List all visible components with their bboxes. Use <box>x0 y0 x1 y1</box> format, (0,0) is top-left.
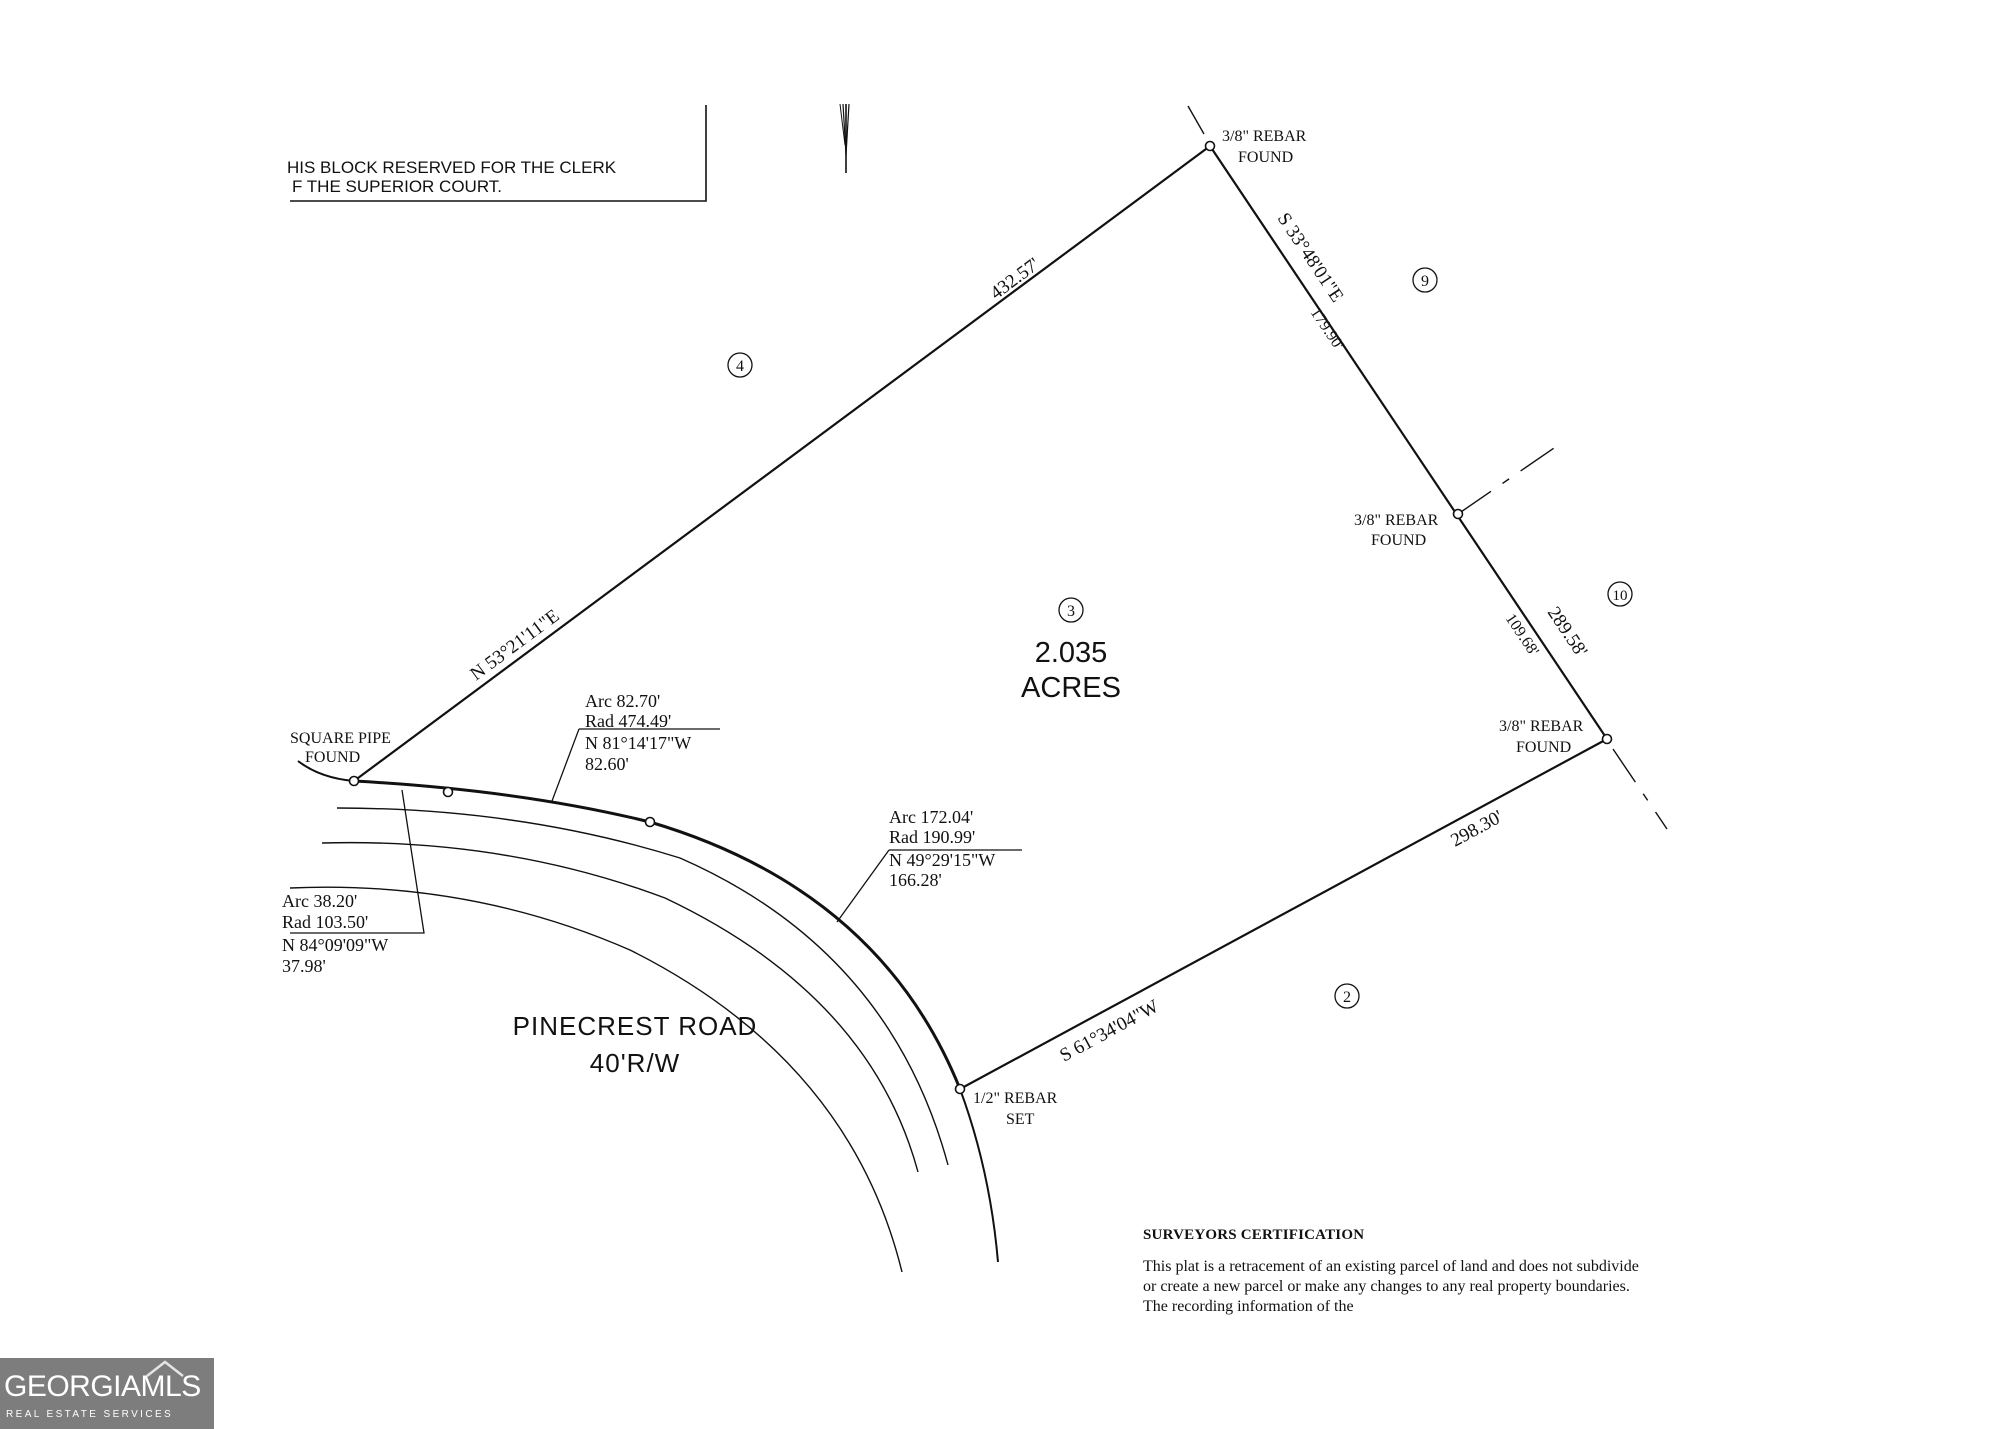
curve3-chord: 37.98' <box>282 956 326 976</box>
svg-text:3: 3 <box>1067 603 1075 620</box>
south-bearing: S 61°34'04"W <box>1056 996 1162 1066</box>
corner-labels: 3/8" REBAR FOUND 3/8" REBAR FOUND 3/8" R… <box>290 128 1584 1128</box>
curve-3-data: Arc 38.20' Rad 103.50' N 84°09'09"W 37.9… <box>282 789 425 976</box>
acreage-value: 2.035 <box>1035 637 1108 669</box>
lot-10-label: 10 <box>1607 581 1633 607</box>
curve2-chord: 166.28' <box>889 870 942 890</box>
boundary-east <box>1209 145 1608 740</box>
lot-9-label: 9 <box>1412 267 1438 293</box>
curve3-arc: Arc 38.20' <box>282 891 357 911</box>
curve1-rad: Rad 474.49' <box>585 711 671 731</box>
north-arrow-icon <box>839 103 850 173</box>
curve1-bearing: N 81°14'17"W <box>585 733 691 753</box>
certification-body: This plat is a retracement of an existin… <box>1143 1258 1639 1315</box>
clerk-reserved-block: HIS BLOCK RESERVED FOR THE CLERK F THE S… <box>287 105 707 202</box>
logo-name: GEORGIAMLS <box>4 1370 201 1403</box>
lot-4-label: 4 <box>727 352 753 378</box>
road-label: PINECREST ROAD 40'R/W <box>513 1011 758 1078</box>
corner-marker-bottom <box>954 1083 966 1095</box>
corner-lowright-line1: 3/8" REBAR <box>1499 718 1584 735</box>
curve2-arc: Arc 172.04' <box>889 807 973 827</box>
curve3-bearing: N 84°09'09"W <box>282 935 388 955</box>
corner-bottom-line1: 1/2" REBAR <box>973 1090 1058 1107</box>
northwest-bearing: N 53°21'11"E <box>466 605 563 685</box>
corner-left-line2: FOUND <box>305 749 360 766</box>
corner-left-line1: SQUARE PIPE <box>290 730 391 747</box>
corner-markers <box>348 140 1613 1095</box>
logo-tagline: REAL ESTATE SERVICES <box>6 1409 174 1420</box>
corner-lowright-line2: FOUND <box>1516 739 1571 756</box>
georgia-mls-logo: GEORGIAMLS REAL ESTATE SERVICES <box>0 1358 214 1429</box>
curve3-rad: Rad 103.50' <box>282 912 368 932</box>
svg-text:4: 4 <box>736 358 744 375</box>
boundary-south <box>959 738 1608 1090</box>
curve-2-data: Arc 172.04' Rad 190.99' N 49°29'15"W 166… <box>836 807 1022 923</box>
corner-marker-lower-right <box>1601 733 1613 745</box>
road-name: PINECREST ROAD <box>513 1011 758 1041</box>
curve1-chord: 82.60' <box>585 754 629 774</box>
corner-marker-left <box>348 775 360 787</box>
clerk-block-line1: HIS BLOCK RESERVED FOR THE CLERK <box>287 158 617 177</box>
svg-text:2: 2 <box>1343 989 1351 1006</box>
property-boundary <box>353 145 1608 1090</box>
corner-midright-line1: 3/8" REBAR <box>1354 512 1439 529</box>
corner-top-line2: FOUND <box>1238 149 1293 166</box>
lot-3-label: 3 <box>1058 597 1084 623</box>
curve2-rad: Rad 190.99' <box>889 827 975 847</box>
pinecrest-road-lines <box>289 760 999 1273</box>
corner-midright-line2: FOUND <box>1371 532 1426 549</box>
curve2-bearing: N 49°29'15"W <box>889 850 995 870</box>
lot-numbers: 4 9 10 3 2 <box>727 267 1633 1009</box>
lot-2-label: 2 <box>1334 983 1360 1009</box>
curve-point-1 <box>442 786 454 798</box>
clerk-block-line2: F THE SUPERIOR COURT. <box>292 177 502 196</box>
south-length: 298.30' <box>1447 806 1506 851</box>
northwest-length: 432.57' <box>986 254 1043 304</box>
extension-lines <box>1187 105 1668 830</box>
acreage-unit: ACRES <box>1021 672 1121 704</box>
house-roof-icon <box>146 1360 184 1377</box>
bearing-labels: 432.57' N 53°21'11"E S 33°48'01"E 179.90… <box>466 209 1591 1066</box>
corner-marker-mid-right <box>1452 508 1464 520</box>
boundary-northwest <box>353 145 1211 782</box>
road-row: 40'R/W <box>590 1048 680 1078</box>
curve-1-data: Arc 82.70' Rad 474.49' N 81°14'17"W 82.6… <box>551 691 720 802</box>
surveyors-certification: SURVEYORS CERTIFICATION This plat is a r… <box>1143 1225 1653 1327</box>
acreage-label: 2.035 ACRES <box>1021 637 1121 704</box>
corner-top-line1: 3/8" REBAR <box>1222 128 1307 145</box>
certification-title: SURVEYORS CERTIFICATION <box>1143 1227 1365 1243</box>
corner-marker-top <box>1204 140 1216 152</box>
svg-text:9: 9 <box>1421 273 1429 290</box>
boundary-road-arc <box>353 779 962 1090</box>
curve-point-2 <box>644 816 656 828</box>
northeast-segment: 179.90' <box>1307 305 1347 354</box>
curve1-arc: Arc 82.70' <box>585 691 660 711</box>
svg-text:10: 10 <box>1613 588 1628 604</box>
corner-bottom-line2: SET <box>1006 1111 1035 1128</box>
east-segment: 109.68' <box>1502 611 1542 660</box>
